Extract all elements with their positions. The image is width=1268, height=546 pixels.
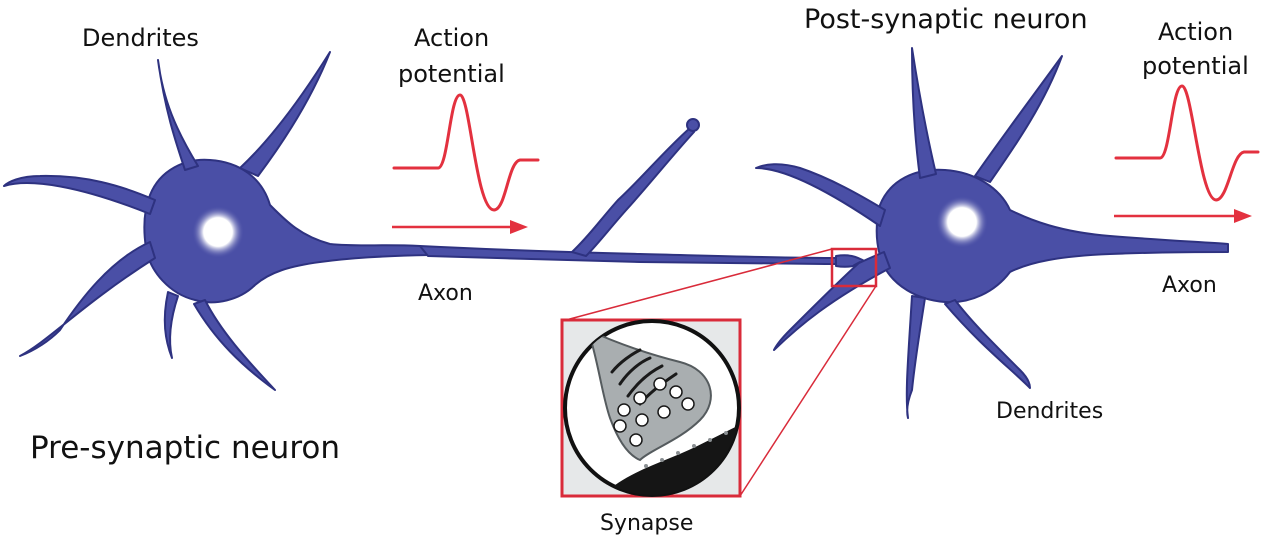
label-action-potential-left-2: potential — [398, 60, 505, 88]
pre-synaptic-axon — [419, 118, 867, 268]
label-pre-synaptic-neuron: Pre-synaptic neuron — [30, 430, 340, 466]
label-dendrites-right: Dendrites — [996, 399, 1103, 424]
synapse-inset — [560, 318, 742, 498]
label-axon-right: Axon — [1162, 273, 1217, 298]
signal-arrow-right — [1114, 209, 1252, 223]
synapse-zoom-marker — [565, 247, 878, 497]
receptor-dots — [644, 431, 728, 468]
label-axon-left: Axon — [418, 281, 473, 306]
signal-arrow-left — [392, 220, 528, 234]
label-action-potential-left-1: Action — [414, 24, 489, 52]
label-action-potential-right-2: potential — [1142, 52, 1249, 80]
label-action-potential-right-1: Action — [1158, 18, 1233, 46]
action-potential-left — [392, 93, 540, 212]
synaptic-vesicles — [613, 377, 695, 447]
label-synapse: Synapse — [600, 511, 693, 536]
action-potential-right — [1114, 84, 1260, 202]
pre-synaptic-neuron — [3, 51, 431, 391]
postsynaptic-membrane — [590, 420, 739, 495]
post-synaptic-nucleus — [936, 196, 988, 248]
label-post-synaptic-neuron: Post-synaptic neuron — [804, 4, 1088, 35]
label-dendrites-left: Dendrites — [82, 24, 199, 52]
pre-synaptic-nucleus — [192, 206, 244, 258]
